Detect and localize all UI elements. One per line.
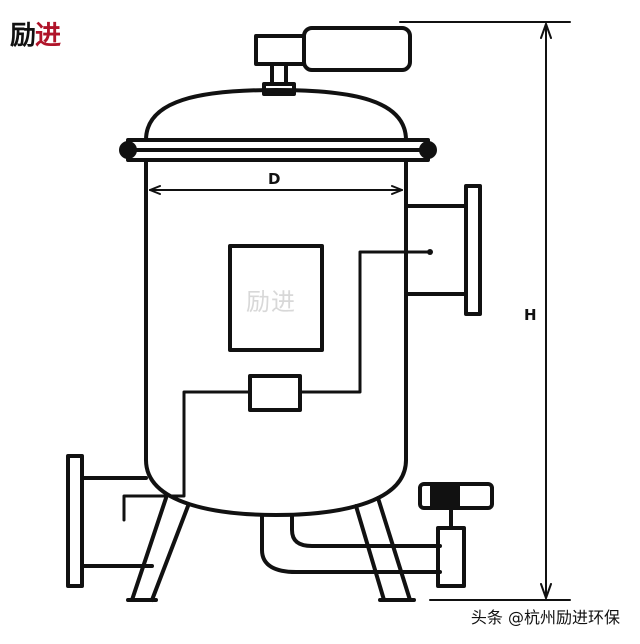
leg-right: [354, 496, 412, 602]
support-legs: [126, 496, 416, 602]
height-dimension: [399, 21, 571, 601]
outlet-flange: [464, 184, 482, 316]
inlet-nozzle: [66, 454, 154, 588]
drain-valve: [418, 482, 494, 588]
logo-char-2: 进: [35, 21, 61, 51]
logo-char-1: 励: [10, 21, 36, 51]
drain-pipe: [260, 513, 442, 574]
diameter-dimension: [149, 185, 403, 195]
brand-logo: 励进: [10, 21, 61, 51]
motor-coupling: [270, 62, 288, 86]
flange-bolt-left: [119, 141, 137, 159]
inspection-window: [228, 244, 324, 352]
bottom-cover: [144, 458, 408, 517]
flange-bolt-right: [419, 141, 437, 159]
motor-body: [302, 26, 412, 72]
valve-body: [436, 526, 466, 588]
body-flange: [119, 138, 437, 162]
control-box: [248, 374, 302, 412]
top-cover: [144, 88, 408, 142]
leg-left: [130, 496, 190, 602]
source-credit: 头条 @杭州励进环保: [466, 604, 624, 628]
watermark-text: 励进: [246, 288, 296, 316]
motor-assembly: [254, 26, 412, 96]
height-label: H: [524, 306, 537, 324]
inlet-flange: [66, 454, 84, 588]
outlet-nozzle: [404, 184, 482, 316]
diameter-label: D: [268, 170, 280, 188]
control-line-left: [122, 390, 252, 522]
control-line-right: [298, 250, 430, 394]
motor-mount: [254, 34, 306, 66]
actuator-head: [430, 484, 460, 508]
